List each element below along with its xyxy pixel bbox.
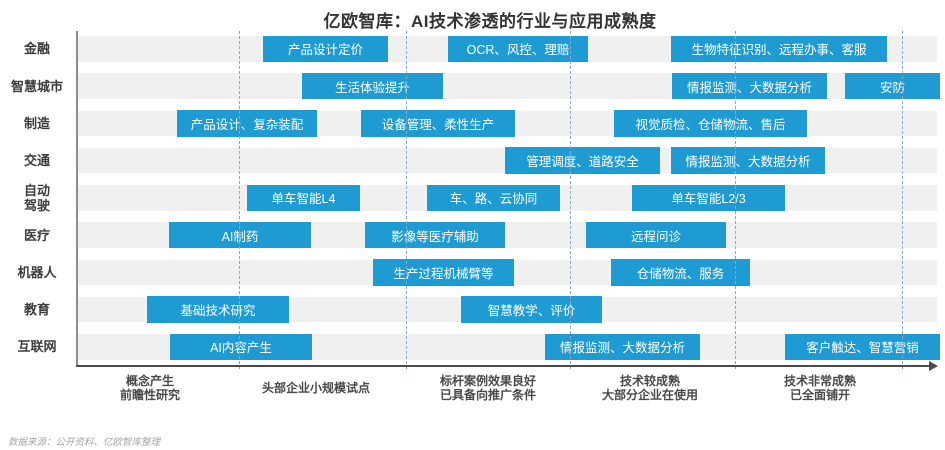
app-box: 影像等医疗辅助 bbox=[365, 221, 505, 249]
app-box: 客户触达、智慧营销 bbox=[785, 333, 940, 360]
stage-label: 技术非常成熟 已全面铺开 bbox=[783, 373, 856, 403]
stage-label: 概念产生 前瞻性研究 bbox=[119, 373, 180, 403]
app-box: 情报监测、大数据分析 bbox=[672, 72, 827, 100]
stage-label: 技术较成熟 大部分企业在使用 bbox=[601, 373, 698, 403]
stage-gridline bbox=[570, 31, 571, 369]
app-box: 安防 bbox=[845, 72, 940, 100]
app-box: AI制药 bbox=[169, 221, 311, 249]
app-box: 智慧教学、评价 bbox=[461, 296, 602, 323]
app-box: 远程问诊 bbox=[586, 221, 726, 249]
app-box: 单车智能L4 bbox=[247, 184, 360, 211]
app-box: 视觉质检、仓储物流、售后 bbox=[614, 110, 807, 137]
y-axis-line bbox=[76, 31, 78, 367]
stage-gridline bbox=[902, 31, 903, 369]
chart-title: 亿欧智库：AI技术渗透的行业与应用成熟度 bbox=[323, 12, 657, 31]
row-label: 教育 bbox=[23, 302, 50, 317]
row-label: 智慧城市 bbox=[10, 78, 63, 94]
stage-gridline bbox=[406, 31, 407, 369]
stage-gridline bbox=[239, 31, 240, 369]
row-label: 医疗 bbox=[23, 227, 50, 243]
app-box: 生产过程机械臂等 bbox=[373, 259, 514, 286]
x-axis-arrow-icon bbox=[929, 360, 938, 371]
app-box: 产品设计定价 bbox=[263, 35, 388, 62]
app-box: 单车智能L2/3 bbox=[632, 184, 785, 211]
app-box: 情报监测、大数据分析 bbox=[545, 333, 700, 360]
stage-gridline bbox=[735, 31, 736, 369]
data-source-note: 数据来源：公开资料、亿欧智库整理 bbox=[8, 437, 161, 448]
row-label: 自动 驾驶 bbox=[23, 182, 50, 213]
stage-label: 头部企业小规模试点 bbox=[261, 380, 370, 395]
app-box: OCR、风控、理赔 bbox=[448, 35, 588, 62]
app-box: 车、路、云协同 bbox=[427, 184, 560, 211]
row-label: 交通 bbox=[23, 153, 50, 168]
row-label: 机器人 bbox=[17, 264, 57, 280]
x-axis-line bbox=[76, 364, 929, 367]
app-box: 产品设计、复杂装配 bbox=[177, 110, 317, 137]
stage-label: 标杆案例效果良好 已具备向推广条件 bbox=[439, 373, 536, 403]
row-label: 金融 bbox=[23, 41, 50, 57]
app-box: 设备管理、柔性生产 bbox=[361, 110, 515, 137]
app-box: AI内容产生 bbox=[170, 333, 312, 360]
row-label: 互联网 bbox=[17, 339, 57, 355]
app-box: 生活体验提升 bbox=[302, 72, 443, 100]
app-box: 情报监测、大数据分析 bbox=[671, 147, 825, 174]
app-box: 生物特征识别、远程办事、客服 bbox=[671, 35, 887, 62]
app-box: 基础技术研究 bbox=[147, 296, 289, 323]
app-box: 管理调度、道路安全 bbox=[505, 147, 660, 174]
app-box: 仓储物流、服务 bbox=[611, 259, 750, 286]
row-label: 制造 bbox=[23, 115, 50, 131]
